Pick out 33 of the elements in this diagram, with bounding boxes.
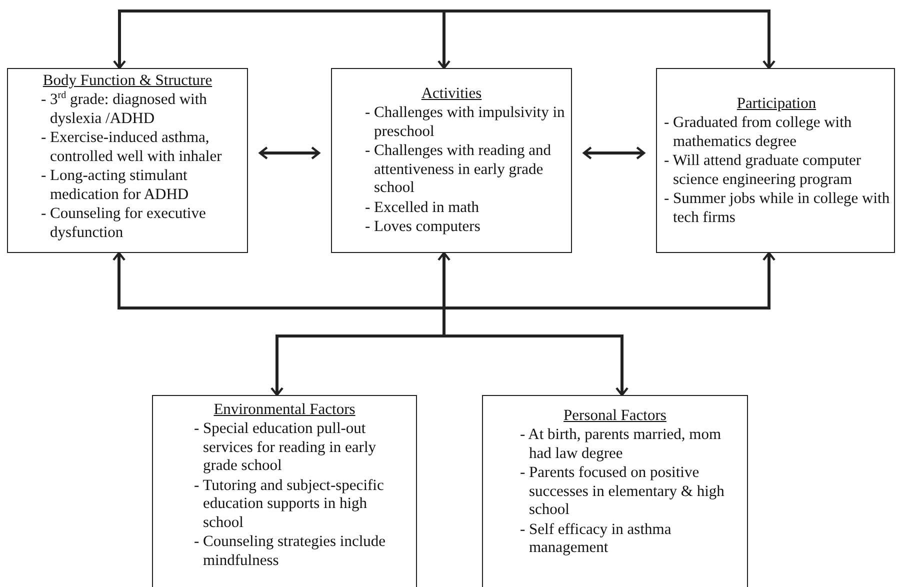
box-heading: Activities [420, 84, 483, 104]
bullet-item: - At birth, parents married, mom had law degree [519, 426, 722, 463]
factor-box [152, 395, 417, 587]
bullet-item: - Tutoring and subject-specific education supports in high school [193, 476, 385, 532]
arrow [258, 146, 320, 160]
bullet-item: - Excelled in math [364, 198, 480, 218]
bullet-item: - Challenges with impulsivity in preschool [364, 104, 566, 142]
factor-box [7, 68, 248, 253]
bullet-item: - Will attend graduate computer science engineering program [663, 152, 862, 189]
arrow [582, 146, 646, 160]
arrow [444, 334, 629, 396]
arrow [444, 10, 776, 70]
bullet-item: - Graduated from college with mathematics degree [663, 114, 853, 151]
bullet-item: - Counseling strategies include mindfulness [193, 533, 387, 570]
bullet-item: - Challenges with reading and attentiveness in early grade school [364, 142, 552, 198]
bullet-item: - Loves computers [364, 218, 482, 237]
bullet-item: - Special education pull-out services for reading in early grade school [193, 420, 378, 476]
bullet-item: - Long-acting stimulant medication for ADHD [40, 167, 190, 204]
arrow [112, 10, 444, 70]
bullet-item: - Summer jobs while in college with tech firms [663, 190, 891, 227]
arrow [437, 11, 451, 70]
factor-box [656, 68, 895, 253]
bullet-item: - Parents focused on positive successes in elementary & high school [519, 464, 726, 520]
box-heading: Participation [736, 94, 818, 113]
box-heading: Personal Factors [562, 406, 668, 425]
bullet-item: - Self efficacy in asthma management [519, 520, 672, 558]
factor-box [331, 68, 572, 253]
bullet-item: - Exercise-induced asthma, controlled well with inhaler [40, 129, 223, 166]
box-heading: Environmental Factors [212, 400, 356, 419]
bullet-item: - Counseling for executive dysfunction [40, 205, 207, 242]
factor-box [482, 395, 748, 587]
bullet-item: - 3$^{rd}$ grade: diagnosed with dyslexia /ADHD [40, 91, 208, 128]
box-heading: Body Function & Structure [42, 71, 214, 90]
